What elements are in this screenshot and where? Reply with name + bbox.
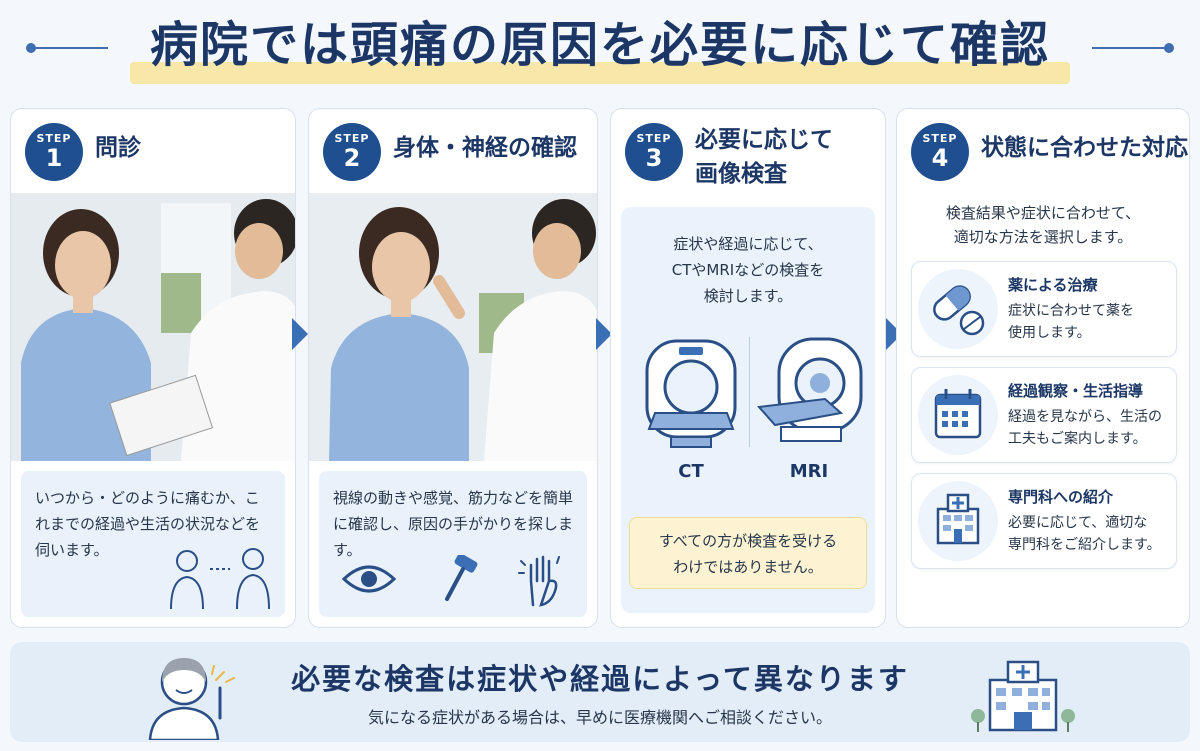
mri-label: MRI	[789, 461, 829, 482]
step-text-1: いつから・どのように痛むか、これまでの経過や生活の状況などを伺います。	[21, 471, 285, 617]
text-line: 適切な方法を選択します。	[953, 228, 1133, 246]
flow-arrow-2	[596, 318, 612, 350]
imaging-note: すべての方が検査を受ける わけではありません。	[629, 517, 867, 589]
step-title-2: 身体・神経の確認	[393, 135, 577, 161]
option-icon-bg	[918, 375, 998, 455]
text-line: CTやMRIなどの検査を	[671, 261, 825, 279]
title-rule-right	[1092, 47, 1172, 49]
step-badge-number: 3	[645, 144, 663, 172]
reflex-hammer-icon	[445, 555, 478, 601]
step-badge-3: STEP 3	[625, 123, 683, 181]
step-card-2: STEP 2 身体・神経の確認 視線の動きや感覚、筋力などを簡単に確認し、原因の…	[308, 108, 598, 628]
text-line: 症状や経過に応じて、	[673, 235, 823, 253]
step-badge-number: 4	[931, 144, 949, 172]
option-title: 専門科への紹介	[1008, 488, 1114, 506]
step-title-1: 問診	[95, 135, 141, 161]
note-line: すべての方が検査を受ける	[658, 532, 838, 550]
option-description: 経過を見ながら、生活の 工夫もご案内します。	[1008, 406, 1162, 450]
step-badge-label: STEP	[922, 132, 958, 145]
treatment-intro: 検査結果や症状に合わせて、 適切な方法を選択します。	[897, 201, 1189, 249]
title-rule-left	[28, 47, 108, 49]
imaging-description: 症状や経過に応じて、 CTやMRIなどの検査を 検討します。	[621, 231, 875, 309]
hand-icon	[518, 555, 560, 607]
text-line: 使用します。	[1008, 325, 1091, 341]
pill-icon	[933, 285, 985, 336]
step-badge-number: 2	[343, 144, 361, 172]
step-badge-4: STEP 4	[911, 123, 969, 181]
text-line: 必要に応じて、適切な	[1008, 515, 1148, 531]
step-description: 視線の動きや感覚、筋力などを簡単に確認し、原因の手がかりを探します。	[333, 489, 574, 559]
hospital-building-icon	[971, 660, 1075, 732]
title-dot-right	[1164, 43, 1174, 53]
imaging-panel: 症状や経過に応じて、 CTやMRIなどの検査を 検討します。 CT MRI すべ…	[621, 207, 875, 613]
note-line: わけではありません。	[673, 558, 823, 576]
title-highlight	[130, 62, 1070, 84]
text-line: 症状に合わせて薬を	[1008, 303, 1134, 319]
calendar-icon	[934, 389, 982, 439]
text-line: 経過を見ながら、生活の	[1008, 409, 1162, 425]
option-title: 薬による治療	[1008, 276, 1098, 294]
option-icon-bg	[918, 269, 998, 349]
step-title-4: 状態に合わせた対応	[981, 135, 1188, 161]
text-line: 検討します。	[703, 287, 793, 305]
bottom-banner: 必要な検査は症状や経過によって異なります 気になる症状がある場合は、早めに医療機…	[10, 642, 1190, 742]
option-medication: 薬による治療 症状に合わせて薬を 使用します。	[911, 261, 1177, 357]
ct-scanner-icon	[645, 339, 737, 448]
option-observation: 経過観察・生活指導 経過を見ながら、生活の 工夫もご案内します。	[911, 367, 1177, 463]
step-badge-number: 1	[45, 144, 63, 172]
step-description: いつから・どのように痛むか、これまでの経過や生活の状況などを伺います。	[35, 489, 261, 559]
hospital-icon	[936, 493, 980, 545]
banner-title: 必要な検査は症状や経過によって異なります	[291, 662, 909, 696]
text-line: 検査結果や症状に合わせて、	[945, 204, 1141, 222]
conversation-icon	[170, 548, 270, 610]
option-referral: 専門科への紹介 必要に応じて、適切な 専門科をご紹介します。	[911, 473, 1177, 569]
step-badge-1: STEP 1	[25, 123, 83, 181]
step-badge-label: STEP	[334, 132, 370, 145]
step-badge-2: STEP 2	[323, 123, 381, 181]
text-line: 専門科をご紹介します。	[1008, 537, 1161, 553]
step-title-line: 必要に応じて	[695, 127, 833, 153]
flow-arrow-1	[292, 318, 308, 350]
option-title: 経過観察・生活指導	[1008, 382, 1144, 400]
step-card-3: STEP 3 必要に応じて 画像検査 症状や経過に応じて、 CTやMRIなどの検…	[610, 108, 886, 628]
step-card-4: STEP 4 状態に合わせた対応 検査結果や症状に合わせて、 適切な方法を選択し…	[896, 108, 1190, 628]
step-badge-label: STEP	[36, 132, 72, 145]
banner-subtitle: 気になる症状がある場合は、早めに医療機関へご相談ください。	[367, 708, 832, 727]
text-line: 工夫もご案内します。	[1008, 431, 1147, 447]
mri-scanner-icon	[756, 337, 863, 442]
step-card-1: STEP 1 問診 いつから・どのように痛むか、これまでの経過や生活の状況などを…	[10, 108, 296, 628]
step-badge-label: STEP	[636, 132, 672, 145]
step-title-line: 画像検査	[695, 161, 787, 187]
option-description: 必要に応じて、適切な 専門科をご紹介します。	[1008, 512, 1161, 556]
page-title: 病院では頭痛の原因を必要に応じて確認	[149, 17, 1050, 73]
option-icon-bg	[918, 481, 998, 561]
option-description: 症状に合わせて薬を 使用します。	[1008, 300, 1134, 344]
page-header: 病院では頭痛の原因を必要に応じて確認	[0, 0, 1200, 100]
neurological-exam-photo	[309, 193, 597, 461]
consultation-photo	[11, 193, 295, 461]
title-dot-left	[26, 43, 36, 53]
ct-label: CT	[678, 461, 704, 482]
step-text-2: 視線の動きや感覚、筋力などを簡単に確認し、原因の手がかりを探します。	[319, 471, 587, 617]
scanner-divider	[749, 337, 750, 447]
eye-icon	[341, 565, 397, 593]
step-title-3: 必要に応じて 画像検査	[695, 123, 833, 191]
person-idea-icon	[148, 658, 235, 740]
